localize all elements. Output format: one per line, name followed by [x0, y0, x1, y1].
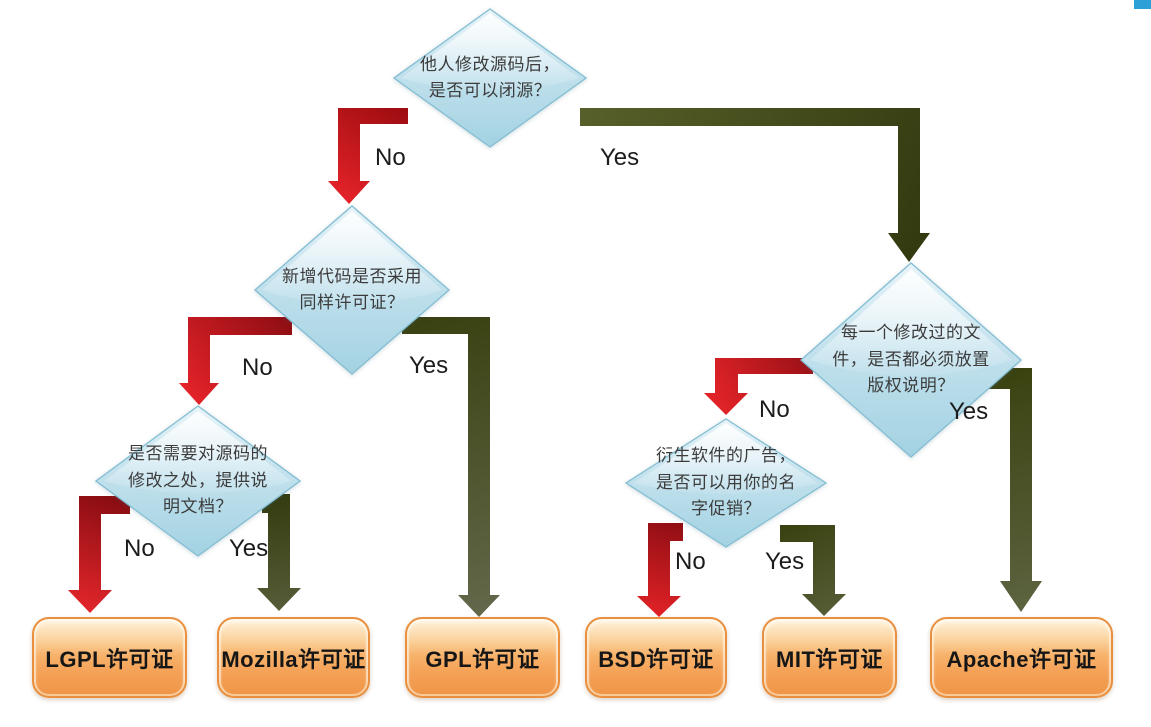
edge-q4-bsd-arrow — [637, 523, 683, 617]
decision-q1: 他人修改源码后， 是否可以闭源？ — [393, 8, 587, 148]
result-gpl: GPL许可证 — [405, 617, 560, 698]
diamond-shape — [800, 262, 1022, 458]
decision-q5: 每一个修改过的文 件，是否都必须放置 版权说明？ — [800, 262, 1022, 458]
edge-q1-q5-label: Yes — [600, 144, 640, 171]
edge-q1-q2-label: No — [375, 144, 406, 171]
decision-q4-text: 衍生软件的广告， 是否可以用你的名 字促销？ — [656, 446, 796, 519]
decision-q5-text: 每一个修改过的文 件，是否都必须放置 版权说明？ — [832, 323, 990, 396]
edge-q1-q5-arrow — [580, 108, 930, 262]
result-mit: MIT许可证 — [762, 617, 897, 698]
edge-q3-mozilla-label: Yes — [229, 535, 269, 562]
decision-q3-text: 是否需要对源码的 修改之处，提供说 明文档？ — [128, 444, 268, 517]
edge-q5-q4-arrow — [704, 358, 813, 415]
decision-q2-text: 新增代码是否采用 同样许可证？ — [282, 266, 422, 312]
edge-q4-bsd-label: No — [675, 548, 706, 575]
result-apache: Apache许可证 — [930, 617, 1113, 698]
decision-q1-text: 他人修改源码后， 是否可以闭源？ — [420, 54, 560, 100]
corner-mark — [1134, 0, 1151, 9]
edge-q3-mozilla-arrow — [257, 494, 301, 611]
edge-q2-gpl-label: Yes — [409, 352, 449, 379]
result-lgpl: LGPL许可证 — [32, 617, 187, 698]
edge-q4-mit-arrow — [780, 525, 846, 616]
diamond-shape — [95, 405, 301, 557]
diamond-shape — [625, 418, 827, 548]
edge-q3-lgpl-arrow — [68, 496, 130, 613]
decision-q2: 新增代码是否采用 同样许可证？ — [254, 205, 450, 375]
edge-q2-q3-label: No — [242, 354, 273, 381]
edge-q5-apache-arrow — [983, 368, 1042, 612]
edge-q2-q3-arrow — [179, 317, 292, 405]
diamond-shape — [393, 8, 587, 148]
decision-q3: 是否需要对源码的 修改之处，提供说 明文档？ — [95, 405, 301, 557]
decision-q4: 衍生软件的广告， 是否可以用你的名 字促销？ — [625, 418, 827, 548]
edge-q5-q4-label: No — [759, 396, 790, 423]
edge-q4-mit-label: Yes — [765, 548, 805, 575]
edge-q3-lgpl-label: No — [124, 535, 155, 562]
edge-q5-apache-label: Yes — [949, 398, 989, 425]
edge-q1-q2-arrow — [328, 108, 408, 204]
diamond-shape — [254, 205, 450, 375]
result-mozilla: Mozilla许可证 — [217, 617, 370, 698]
edge-q2-gpl-arrow — [402, 317, 500, 617]
result-bsd: BSD许可证 — [585, 617, 727, 698]
